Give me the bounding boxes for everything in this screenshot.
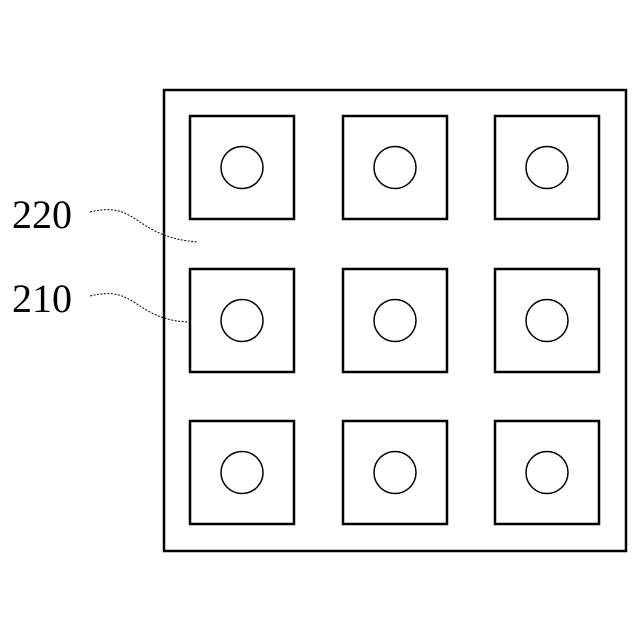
cell-3-2 [343,421,447,524]
cell-square [495,116,599,219]
cell-circle [526,452,568,494]
outer-substrate-frame [164,90,626,551]
cell-square [343,116,447,219]
cell-grid [190,116,599,524]
cell-circle [374,452,416,494]
leader-line-220 [90,210,198,242]
cell-circle [221,147,263,189]
cell-square [343,269,447,372]
cell-square [190,421,294,524]
cell-1-1 [190,116,294,219]
cell-square [343,421,447,524]
cell-1-2 [343,116,447,219]
reference-label-220: 220 [12,192,72,237]
cell-square [190,269,294,372]
cell-circle [374,147,416,189]
cell-square [190,116,294,219]
cell-square [495,269,599,372]
cell-circle [221,300,263,342]
cell-2-1 [190,269,294,372]
reference-label-210: 210 [12,276,72,321]
cell-3-3 [495,421,599,524]
cell-circle [221,452,263,494]
cell-2-3 [495,269,599,372]
cell-circle [526,300,568,342]
cell-circle [374,300,416,342]
cell-circle [526,147,568,189]
cell-2-2 [343,269,447,372]
leader-line-210 [90,294,192,322]
cell-1-3 [495,116,599,219]
cell-3-1 [190,421,294,524]
cell-square [495,421,599,524]
